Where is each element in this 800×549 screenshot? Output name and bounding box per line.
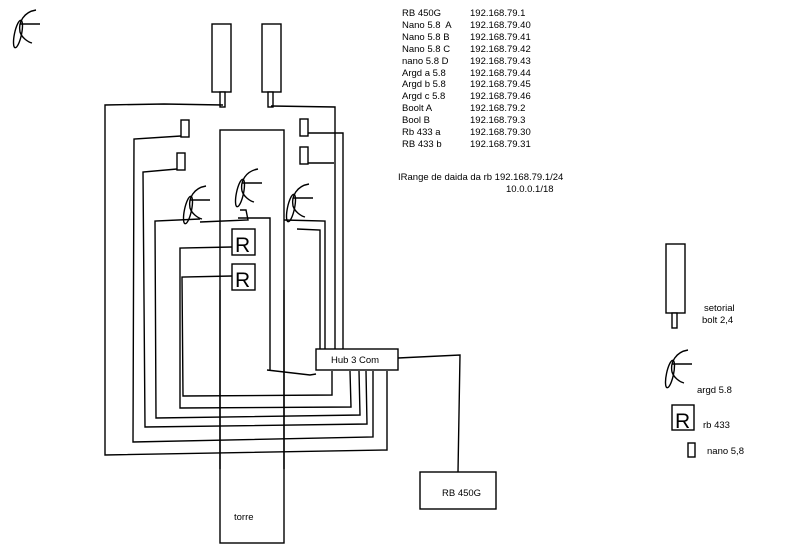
legend-nano-label: nano 5,8 — [707, 446, 744, 457]
ip-table-row: Rb 433 a 192.168.79.30 — [402, 127, 531, 139]
hub-label: Hub 3 Com — [331, 355, 379, 366]
ip-table-row: Nano 5.8 A 192.168.79.40 — [402, 20, 531, 32]
legend-sector-icon — [665, 243, 686, 314]
device-name: Argd b 5.8 — [402, 79, 446, 91]
device-name: RB 433 b — [402, 138, 442, 150]
ip-table-row: Bool B 192.168.79.3 — [402, 115, 531, 127]
device-ip: 192.168.79.31 — [470, 138, 531, 150]
ip-table-row: Nano 5.8 C 192.168.79.42 — [402, 44, 531, 56]
sector-antenna-b-mount — [267, 91, 274, 108]
ip-table-row: RB 450G 192.168.79.1 — [402, 8, 531, 20]
device-ip: 192.168.79.41 — [470, 31, 531, 43]
device-ip: 192.168.79.46 — [470, 91, 531, 103]
legend-argd-icon — [662, 349, 693, 390]
ip-table-row: RB 433 b 192.168.79.31 — [402, 139, 531, 151]
rb433-b — [231, 263, 256, 291]
ip-range-line-2: 10.0.0.1/18 — [506, 184, 554, 195]
legend-argd-label: argd 5.8 — [697, 385, 732, 396]
legend-rb433-label: rb 433 — [703, 420, 730, 431]
device-ip: 192.168.79.3 — [470, 115, 526, 127]
ip-table-row: Argd c 5.8 192.168.79.46 — [402, 91, 531, 103]
device-name: Rb 433 a — [402, 127, 441, 139]
device-name: RB 450G — [402, 8, 442, 19]
sector-antenna-a-mount — [219, 91, 226, 108]
rb433-a-symbol: R — [235, 234, 250, 257]
ip-range-note: IRange de daida da rb 192.168.79.1/24 10… — [398, 172, 563, 196]
argd-c-icon — [283, 183, 314, 224]
device-name: Argd c 5.8 — [402, 91, 446, 103]
device-name: Nano 5.8 A — [402, 19, 452, 31]
router-box — [419, 471, 497, 510]
legend-nano-icon — [687, 442, 696, 458]
device-name: Nano 5.8 C — [402, 43, 451, 55]
device-ip: 192.168.79.2 — [470, 103, 526, 115]
ip-table-row: Argd a 5.8 192.168.79.44 — [402, 68, 531, 80]
ip-table-row: Nano 5.8 B 192.168.79.41 — [402, 32, 531, 44]
device-ip: 192.168.79.30 — [470, 127, 531, 139]
device-name: Nano 5.8 B — [402, 31, 450, 43]
cables — [104, 103, 461, 473]
tower-box — [219, 129, 285, 544]
legend-sector-label-1: setorial — [704, 303, 735, 314]
device-ip: 192.168.79.44 — [470, 67, 531, 79]
device-ip: 192.168.79.43 — [470, 55, 531, 67]
device-ip: 192.168.79.1 — [470, 8, 526, 19]
device-ip: 192.168.79.42 — [470, 43, 531, 55]
grid-antenna-icon — [10, 9, 41, 50]
device-name: Argd a 5.8 — [402, 67, 446, 79]
ip-table-row: Argd b 5.8 192.168.79.45 — [402, 79, 531, 91]
device-name: nano 5.8 D — [402, 55, 449, 67]
rb433-a — [231, 228, 256, 256]
legend-sector-mount — [671, 312, 678, 329]
ip-table-row: Boolt A 192.168.79.2 — [402, 103, 531, 115]
nano-a — [180, 119, 190, 138]
legend-rb433-symbol: R — [675, 410, 690, 433]
router-label: RB 450G — [442, 488, 481, 499]
legend-sector-label-2: bolt 2,4 — [702, 315, 733, 326]
ip-table-row: nano 5.8 D 192.168.79.43 — [402, 56, 531, 68]
nano-d — [299, 146, 309, 165]
device-ip: 192.168.79.40 — [470, 19, 531, 31]
legend-rb433-icon — [671, 404, 695, 431]
nano-b — [176, 152, 186, 171]
device-name: Boolt A — [402, 103, 433, 115]
nano-c — [299, 118, 309, 137]
hub-box — [315, 348, 399, 371]
device-ip: 192.168.79.45 — [470, 79, 531, 91]
sector-antenna-a — [211, 23, 232, 93]
device-name: Bool B — [402, 115, 430, 127]
rb433-b-symbol: R — [235, 269, 250, 292]
ip-range-line-1: IRange de daida da rb 192.168.79.1/24 — [398, 172, 564, 183]
sector-antenna-b — [261, 23, 282, 93]
tower-label: torre — [234, 512, 254, 523]
